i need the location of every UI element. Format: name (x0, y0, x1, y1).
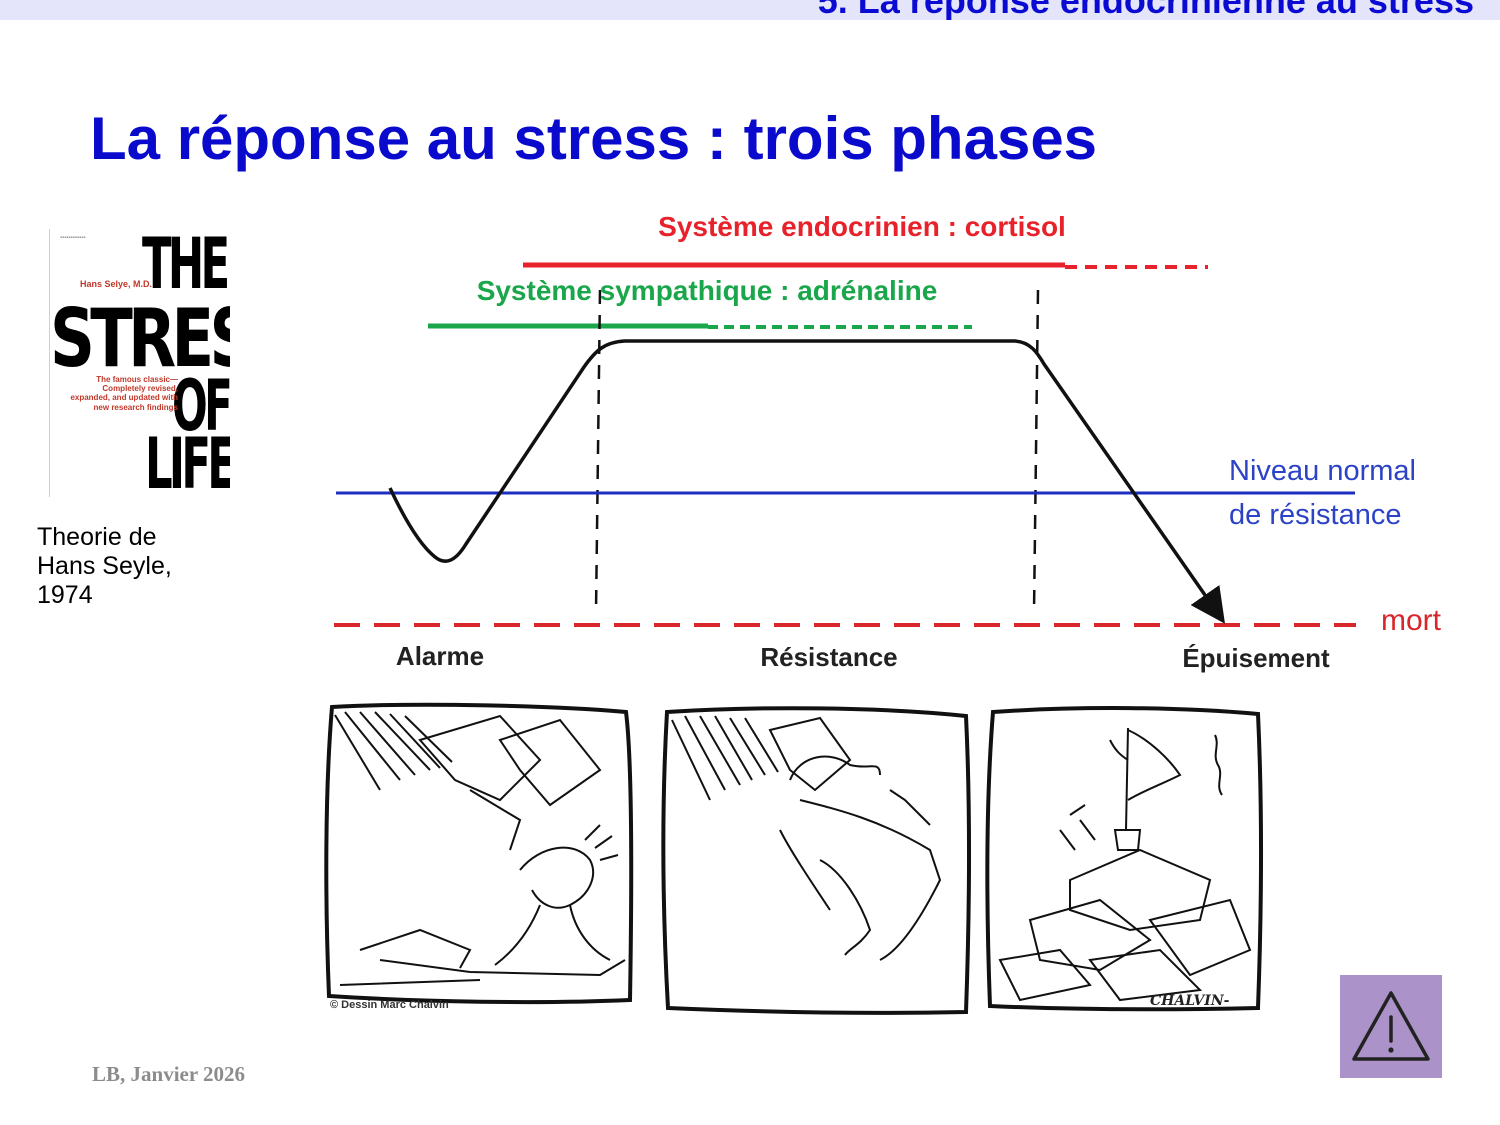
book-tiny-print: ▪▪▪▪▪▪▪▪▪▪▪▪ (60, 235, 86, 241)
theory-line: 1974 (37, 581, 93, 609)
theory-line: Hans Seyle, (37, 552, 172, 580)
adrenaline-label: Système sympathique : adrénaline (477, 275, 938, 306)
theory-line: Theorie de (37, 523, 157, 551)
cortisol-label: Système endocrinien : cortisol (658, 211, 1066, 242)
normal-resistance-label: Niveau normal (1229, 455, 1416, 487)
phase-label-exhaustion: Épuisement (1182, 643, 1330, 673)
cartoon-panel-exhaustion: CHALVIN- (985, 706, 1263, 1012)
cartoon-credit: © Dessin Marc Chalvin (330, 999, 449, 1011)
warning-box[interactable] (1340, 975, 1442, 1078)
book-title-line: OF (172, 365, 230, 447)
phase-label-alarm: Alarme (396, 641, 484, 671)
phase-label-resistance: Résistance (760, 642, 897, 672)
resistance-curve (388, 339, 1226, 624)
book-title-line: LIFE (145, 423, 230, 497)
footer-text: LB, Janvier 2026 (92, 1062, 246, 1086)
book-title-line: STRESS (50, 292, 230, 385)
book-cover: ▪▪▪▪▪▪▪▪▪▪▪▪ Hans Selye, M.D. THE STRESS… (49, 229, 230, 497)
book-blurb: The famous classic— Completely revised, … (70, 375, 178, 412)
warning-triangle-icon (1352, 991, 1430, 1061)
cartoon-panel-alarm: © Dessin Marc Chalvin (324, 702, 634, 1011)
cartoon-panel-resistance (661, 706, 971, 1015)
theory-caption: Theorie de Hans Seyle, 1974 (37, 523, 172, 610)
slide-title: La réponse au stress : trois phases (90, 105, 1098, 172)
phase-divider (1032, 289, 1040, 613)
section-title: 5. La réponse endocrinienne au stress (818, 0, 1474, 20)
cartoon-signature: CHALVIN- (1150, 993, 1230, 1009)
book-title-line: THE (142, 229, 230, 305)
normal-resistance-label: de résistance (1229, 499, 1402, 531)
phase-divider (594, 289, 602, 613)
death-label: mort (1381, 604, 1442, 637)
book-author: Hans Selye, M.D. (80, 279, 153, 289)
header-bar: 5. La réponse endocrinienne au stress (0, 0, 1500, 20)
